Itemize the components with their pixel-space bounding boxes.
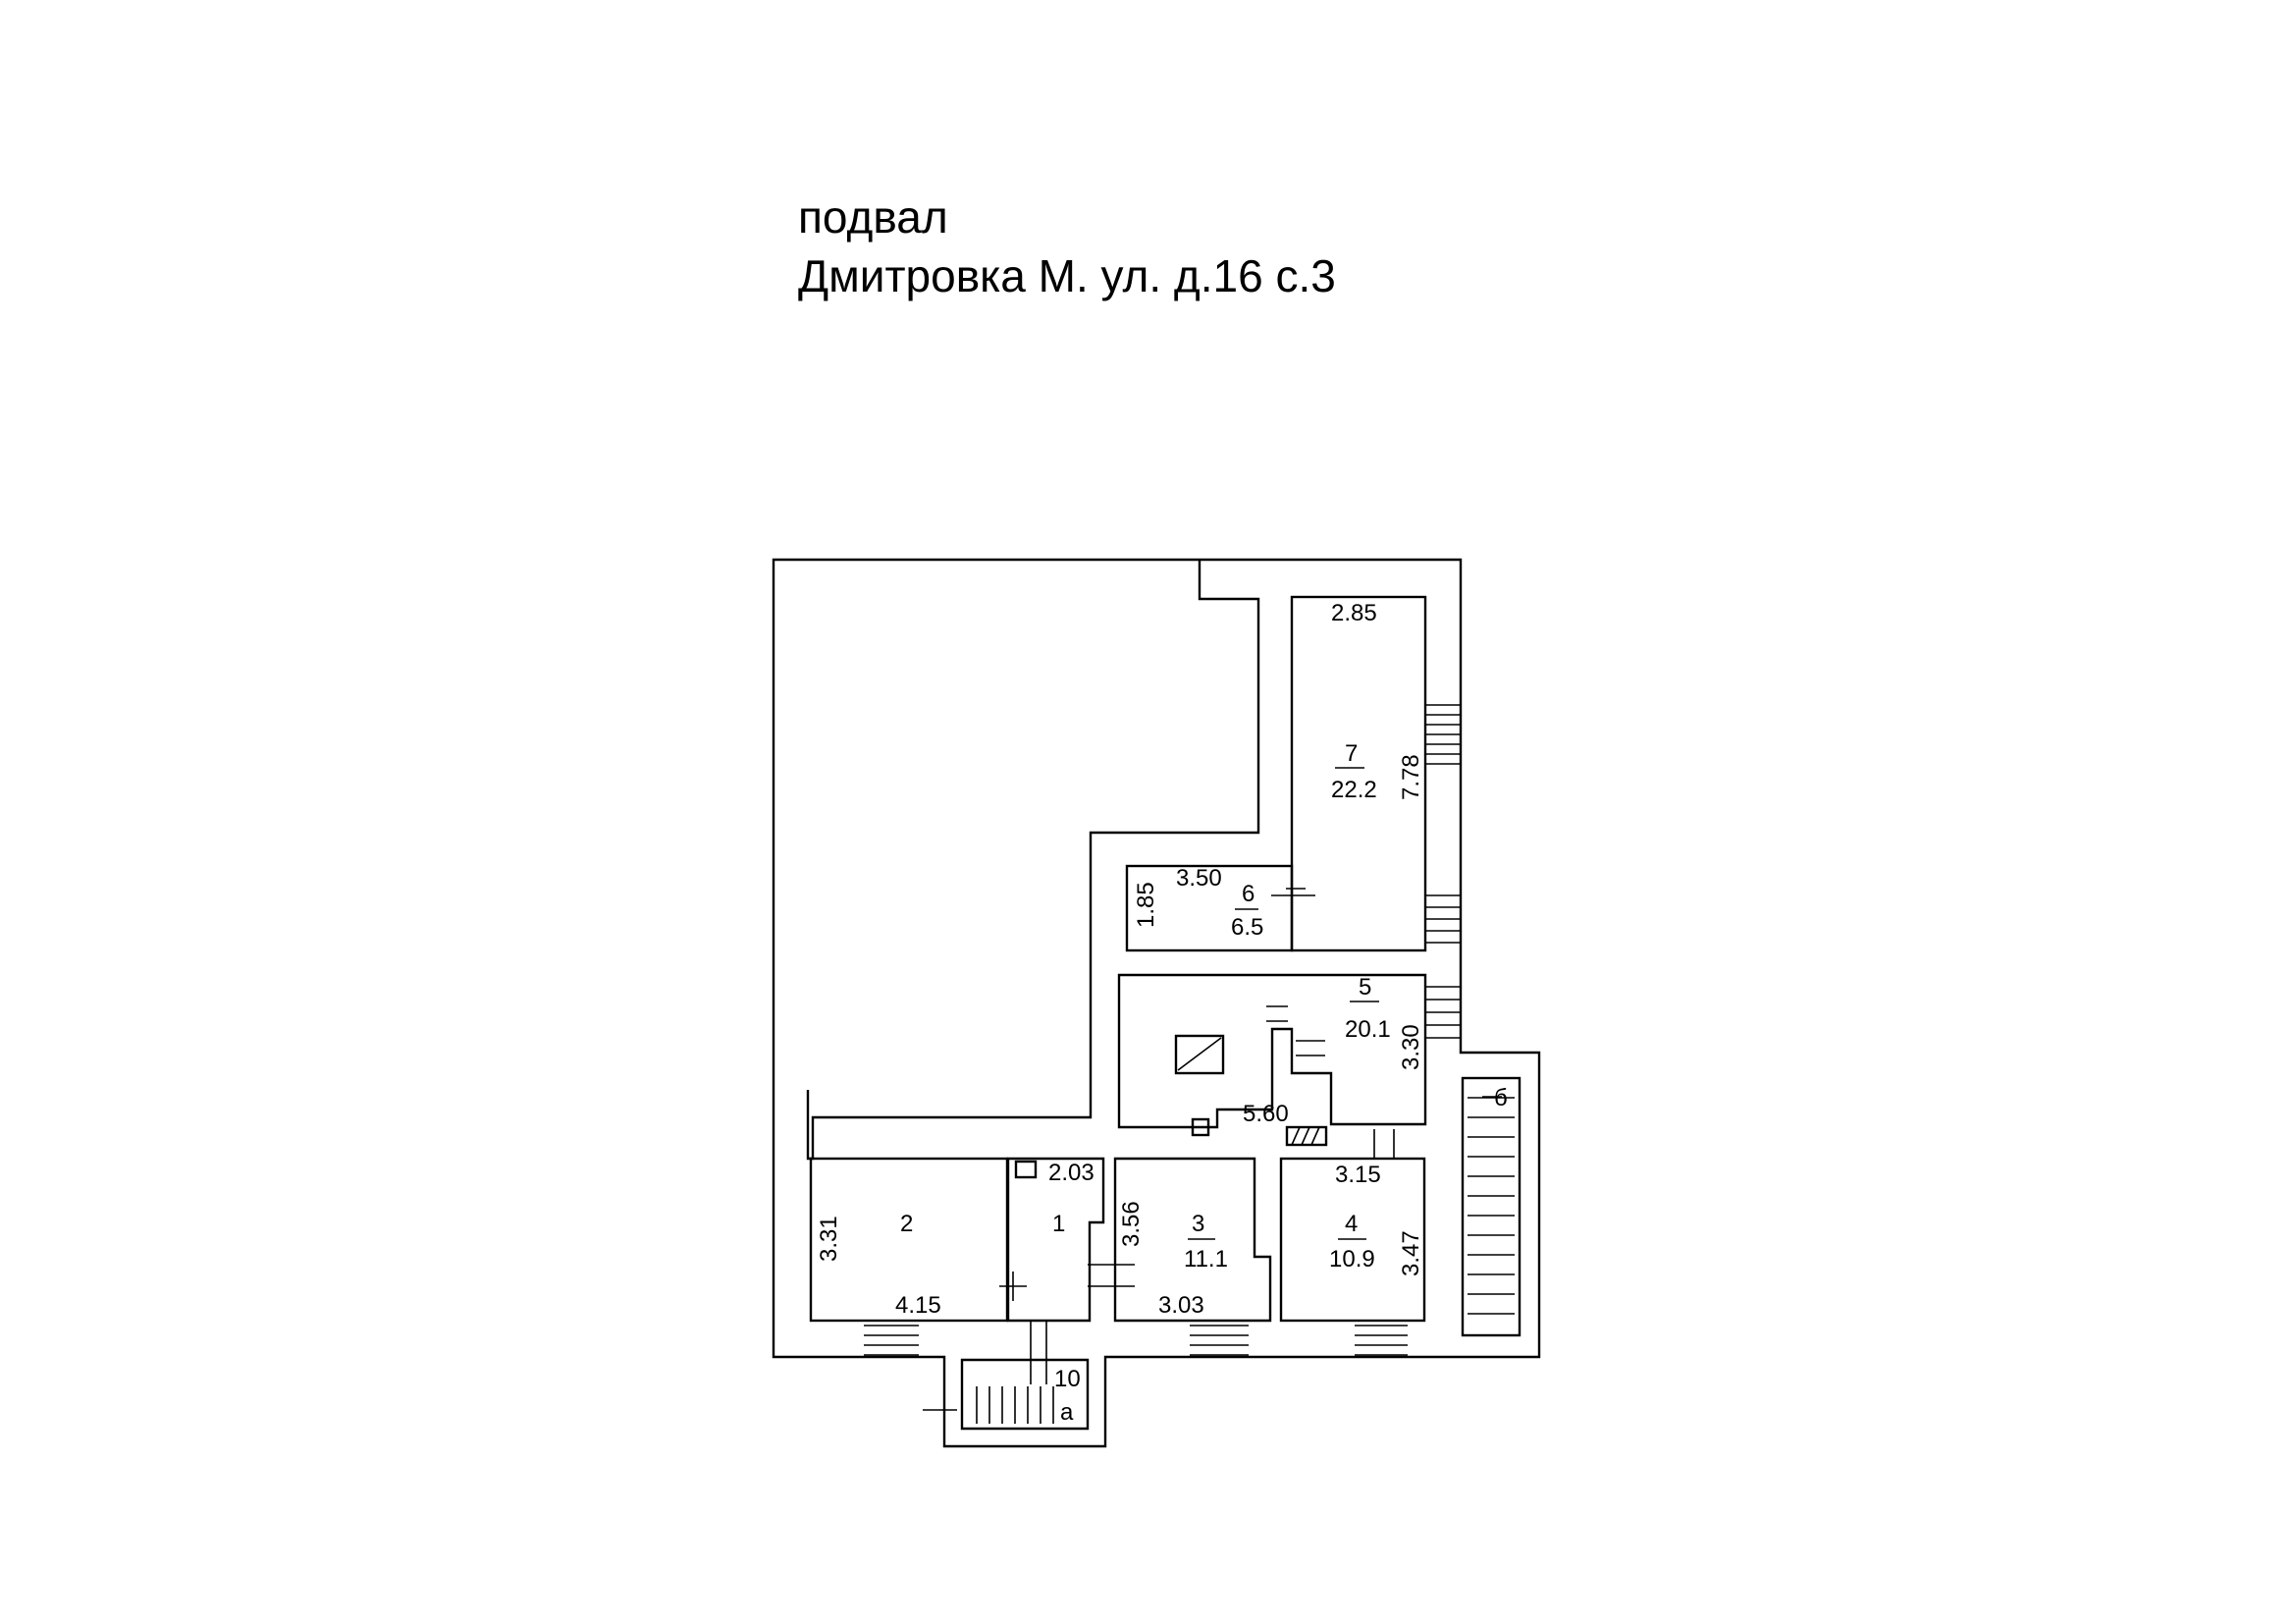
- room-5: [1117, 973, 1427, 1129]
- room-3-number: 3: [1192, 1211, 1204, 1237]
- room-7-area: 22.2: [1331, 777, 1377, 803]
- large-hall-wall: [806, 560, 1260, 1161]
- room-3-dim-bottom: 3.03: [1158, 1292, 1204, 1319]
- room-4-area: 10.9: [1329, 1246, 1375, 1272]
- room-1-number: 1: [1052, 1211, 1065, 1237]
- room-3-area: 11.1: [1184, 1246, 1228, 1272]
- room-7-dim-top: 2.85: [1331, 600, 1377, 626]
- room-4: [1279, 1157, 1426, 1323]
- room-6-number: 6: [1242, 881, 1255, 907]
- room-3: [1113, 1157, 1272, 1323]
- small-shaft: [1191, 1117, 1210, 1137]
- room-5-dim-bottom: 5.60: [1243, 1101, 1289, 1127]
- stair-main-label: 10: [1054, 1366, 1081, 1392]
- stair-right-label: б: [1494, 1085, 1508, 1111]
- vent-shaft: [1174, 1034, 1225, 1075]
- room-2: [809, 1157, 1009, 1323]
- stair-sub-label: а: [1060, 1399, 1074, 1426]
- room-1-dim-top: 2.03: [1048, 1160, 1095, 1186]
- room-2-dim-bottom: 4.15: [895, 1292, 941, 1319]
- room-5-area: 20.1: [1345, 1016, 1391, 1043]
- room-4-dim-top: 3.15: [1335, 1162, 1381, 1188]
- area-fraction-bars: [1188, 767, 1379, 1240]
- room-6-area: 6.5: [1231, 914, 1263, 941]
- room-2-number: 2: [900, 1211, 913, 1237]
- fixture: [1014, 1160, 1038, 1179]
- room-4-dim-side: 3.47: [1398, 1230, 1424, 1276]
- room-6-dim-side: 1.85: [1133, 882, 1159, 928]
- room-7-dim-side: 7.78: [1398, 754, 1424, 800]
- floor-title: подвал: [798, 191, 948, 243]
- room-7: [1290, 595, 1427, 952]
- room-5-number: 5: [1359, 974, 1371, 1001]
- room-5-dim-side: 3.30: [1398, 1024, 1424, 1070]
- stair-ticks: [864, 704, 1515, 1424]
- address-title: Дмитровка М. ул. д.16 с.3: [798, 250, 1336, 301]
- right-stair: [1461, 1076, 1522, 1337]
- room-7-number: 7: [1345, 740, 1358, 767]
- column-hatch: [1285, 1125, 1328, 1147]
- room-3-dim-side: 3.56: [1118, 1201, 1145, 1247]
- room-6: [1125, 864, 1294, 952]
- outer-wall: [772, 558, 1541, 1448]
- room-2-dim-side: 3.31: [816, 1216, 842, 1262]
- room-4-number: 4: [1345, 1211, 1358, 1237]
- room-6-dim-top: 3.50: [1176, 865, 1222, 892]
